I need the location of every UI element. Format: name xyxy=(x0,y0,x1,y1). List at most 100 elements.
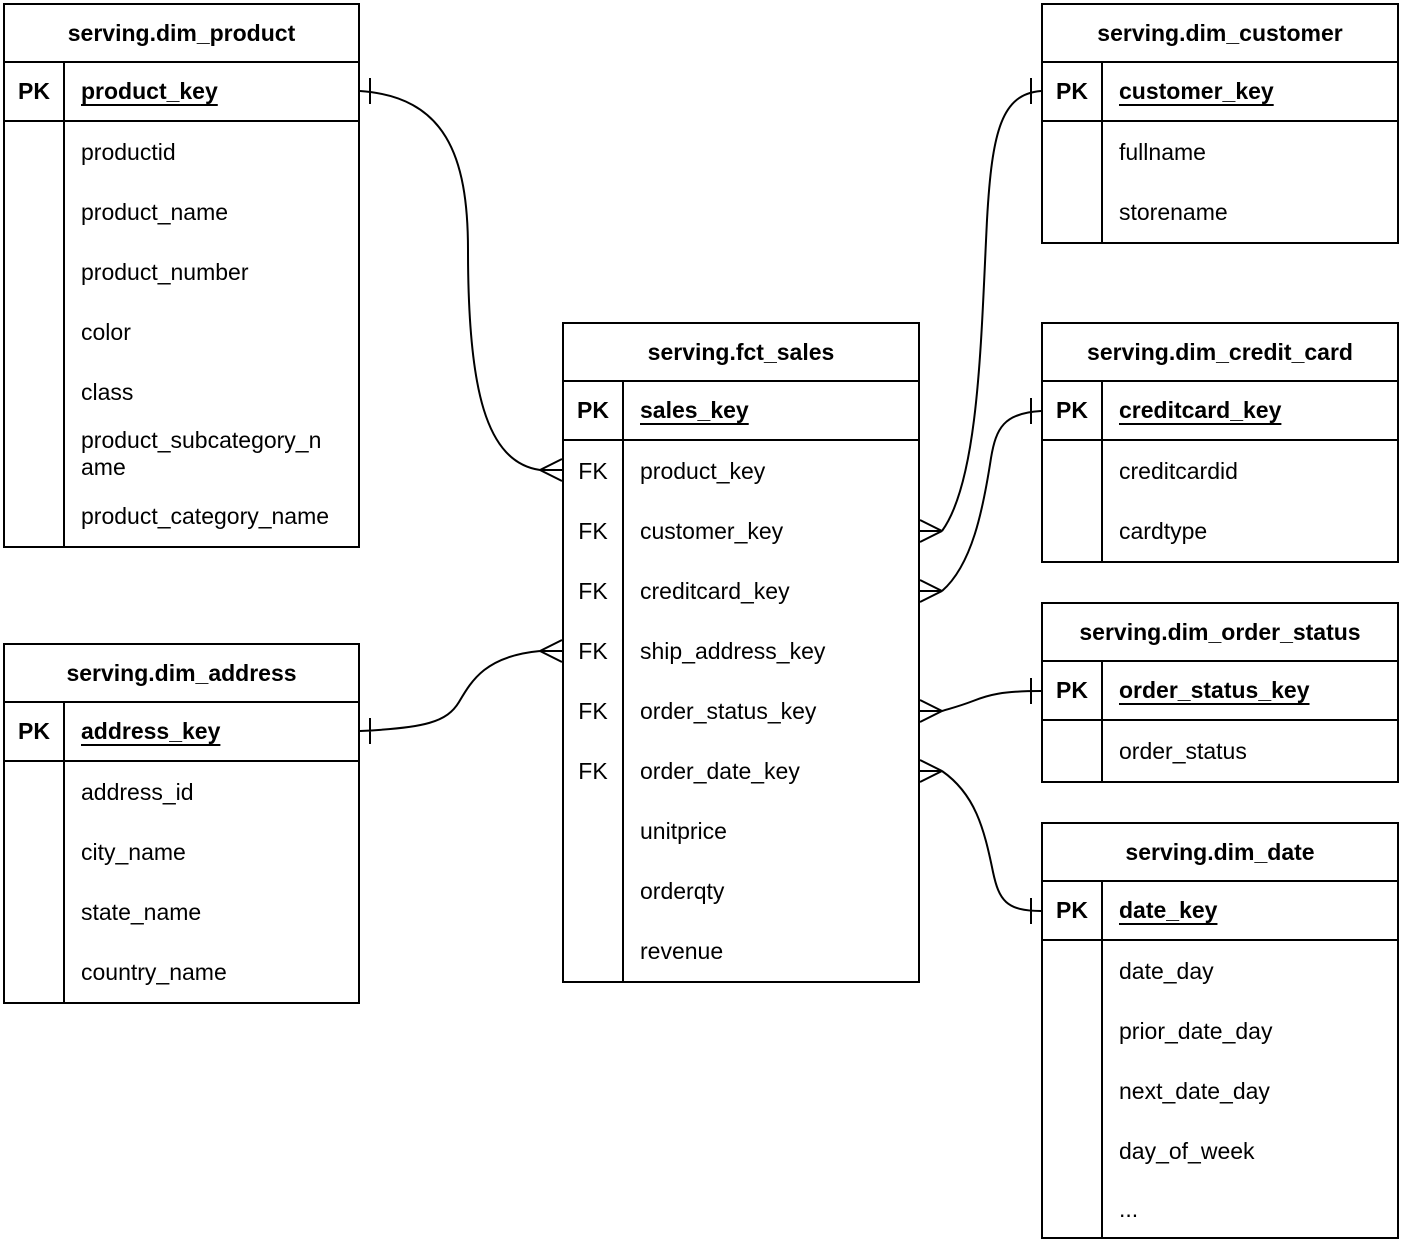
field-name: address_id xyxy=(81,778,194,805)
fk-tag: FK xyxy=(564,621,624,681)
field-row: product_name xyxy=(5,182,358,242)
field-name: day_of_week xyxy=(1119,1137,1255,1164)
connector-creditcard-sales xyxy=(919,398,1042,603)
fk-tag xyxy=(1043,1001,1103,1061)
pk-field-name: customer_key xyxy=(1119,78,1274,104)
field-row: FK customer_key xyxy=(564,501,918,561)
fk-tag xyxy=(1043,1061,1103,1121)
field-row: address_id xyxy=(5,762,358,822)
field-name: product_category_name xyxy=(81,502,330,529)
field-name: class xyxy=(81,378,134,405)
field-row: ... xyxy=(1043,1181,1397,1237)
field-name: customer_key xyxy=(640,517,784,544)
field-row: fullname xyxy=(1043,122,1397,182)
field-row: unitprice xyxy=(564,801,918,861)
table-body: date_day prior_date_day next_date_day da… xyxy=(1043,941,1397,1237)
field-name: fullname xyxy=(1119,138,1206,165)
field-name: storename xyxy=(1119,198,1228,225)
pk-tag: PK xyxy=(5,63,65,120)
fk-tag xyxy=(1043,182,1103,242)
field-row: country_name xyxy=(5,942,358,1002)
table-title: serving.dim_customer xyxy=(1043,5,1397,63)
field-name: creditcardid xyxy=(1119,457,1238,484)
field-name: state_name xyxy=(81,898,202,925)
field-name: orderqty xyxy=(640,877,725,904)
pk-row: PK address_key xyxy=(5,703,358,762)
field-row: cardtype xyxy=(1043,501,1397,561)
pk-field-name: creditcard_key xyxy=(1119,397,1282,423)
fk-tag xyxy=(564,801,624,861)
pk-row: PK sales_key xyxy=(564,382,918,441)
field-row: FK order_status_key xyxy=(564,681,918,741)
fk-tag: FK xyxy=(564,681,624,741)
field-name: order_status xyxy=(1119,737,1247,764)
fk-tag xyxy=(5,302,65,362)
connector-customer-sales xyxy=(919,78,1042,543)
field-name: creditcard_key xyxy=(640,577,790,604)
fk-tag xyxy=(1043,122,1103,182)
table-dim-address: serving.dim_address PK address_key addre… xyxy=(3,643,360,1004)
field-name: order_status_key xyxy=(640,697,817,724)
table-title: serving.dim_date xyxy=(1043,824,1397,882)
pk-tag: PK xyxy=(564,382,624,439)
connector-product-sales xyxy=(359,78,563,482)
pk-field-name: date_key xyxy=(1119,897,1218,923)
fk-tag xyxy=(564,861,624,921)
fk-tag xyxy=(564,921,624,981)
field-name: productid xyxy=(81,138,176,165)
field-row: prior_date_day xyxy=(1043,1001,1397,1061)
fk-tag xyxy=(5,762,65,822)
fk-tag xyxy=(5,942,65,1002)
field-row: city_name xyxy=(5,822,358,882)
field-name: product_number xyxy=(81,258,249,285)
fk-tag xyxy=(5,422,65,486)
pk-field-name: sales_key xyxy=(640,397,749,423)
table-body: fullname storename xyxy=(1043,122,1397,242)
field-name: unitprice xyxy=(640,817,727,844)
table-title: serving.dim_product xyxy=(5,5,358,63)
fk-tag xyxy=(5,882,65,942)
field-row: next_date_day xyxy=(1043,1061,1397,1121)
table-dim-credit-card: serving.dim_credit_card PK creditcard_ke… xyxy=(1041,322,1399,563)
field-name: revenue xyxy=(640,937,724,964)
field-row: storename xyxy=(1043,182,1397,242)
field-row: FK creditcard_key xyxy=(564,561,918,621)
fk-tag xyxy=(5,362,65,422)
fk-tag xyxy=(1043,1121,1103,1181)
field-row: order_status xyxy=(1043,721,1397,781)
field-row: class xyxy=(5,362,358,422)
table-title: serving.dim_order_status xyxy=(1043,604,1397,662)
field-row: revenue xyxy=(564,921,918,981)
fk-tag xyxy=(5,242,65,302)
field-name: date_day xyxy=(1119,957,1214,984)
field-row: color xyxy=(5,302,358,362)
field-name: next_date_day xyxy=(1119,1077,1270,1104)
table-body: order_status xyxy=(1043,721,1397,781)
field-name: cardtype xyxy=(1119,517,1208,544)
field-row: state_name xyxy=(5,882,358,942)
table-dim-customer: serving.dim_customer PK customer_key ful… xyxy=(1041,3,1399,244)
pk-field-name: product_key xyxy=(81,78,218,104)
fk-tag xyxy=(1043,1181,1103,1237)
field-row: productid xyxy=(5,122,358,182)
connector-date-sales xyxy=(919,759,1042,924)
fk-tag xyxy=(5,486,65,546)
field-name: city_name xyxy=(81,838,186,865)
fk-tag xyxy=(5,182,65,242)
field-name: product_key xyxy=(640,457,766,484)
fk-tag: FK xyxy=(564,561,624,621)
table-dim-product: serving.dim_product PK product_key produ… xyxy=(3,3,360,548)
fk-tag: FK xyxy=(564,501,624,561)
table-body: address_id city_name state_name country_… xyxy=(5,762,358,1002)
field-name: country_name xyxy=(81,958,227,985)
pk-row: PK product_key xyxy=(5,63,358,122)
field-row: orderqty xyxy=(564,861,918,921)
table-dim-order-status: serving.dim_order_status PK order_status… xyxy=(1041,602,1399,783)
field-row: date_day xyxy=(1043,941,1397,1001)
pk-tag: PK xyxy=(1043,63,1103,120)
pk-tag: PK xyxy=(1043,882,1103,939)
